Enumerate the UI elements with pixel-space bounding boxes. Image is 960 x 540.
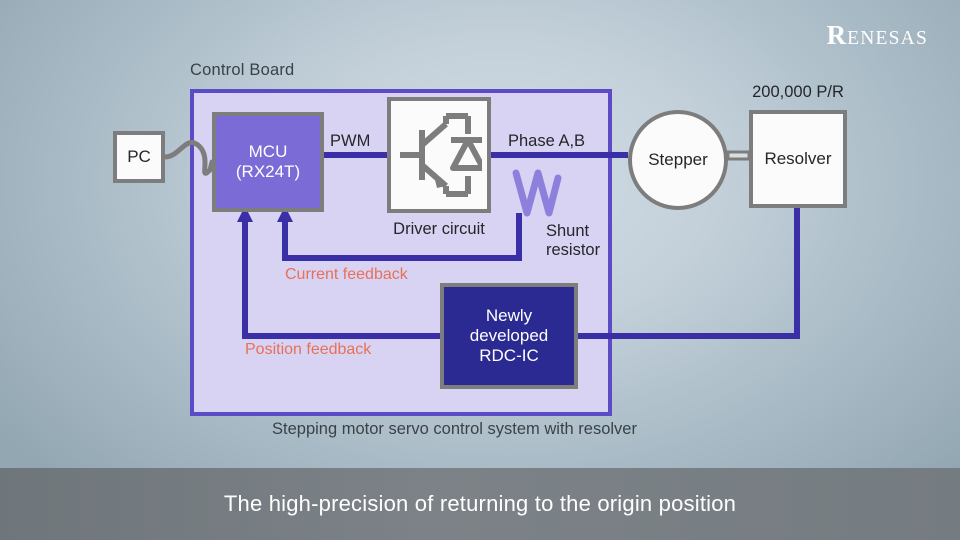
resolver-label: Resolver: [764, 148, 832, 168]
shunt-label-line1: Shunt: [546, 222, 590, 240]
pc-label: PC: [127, 146, 151, 166]
phase-label: Phase A,B: [508, 132, 586, 150]
pwm-label: PWM: [330, 132, 371, 150]
resolver-block: Resolver: [749, 110, 847, 208]
mcu-label-name: MCU: [248, 141, 288, 161]
shunt-label-line2: resistor: [546, 240, 601, 259]
control-board-label: Control Board: [190, 61, 295, 79]
pc-block: PC: [113, 131, 165, 183]
resolver-resolution-label: 200,000 P/R: [752, 83, 844, 101]
current-feedback-label: Current feedback: [285, 266, 408, 283]
footer-caption: The high-precision of returning to the o…: [223, 491, 737, 516]
driver-circuit-caption: Driver circuit: [393, 220, 485, 238]
transistor-diode-icon: [400, 113, 482, 197]
stepper-motor-block: Stepper: [628, 110, 728, 210]
rdc-label-line2: developed: [469, 325, 549, 345]
logo-wordmark: ENESAS: [847, 28, 928, 49]
mcu-block: MCU (RX24T): [212, 112, 324, 212]
mcu-label-part: (RX24T): [235, 162, 301, 181]
footer-bar: The high-precision of returning to the o…: [0, 468, 960, 540]
shunt-resistor-label: Shunt resistor: [546, 222, 616, 260]
position-feedback-label: Position feedback: [245, 341, 372, 358]
rdc-label-line3: RDC-IC: [479, 346, 539, 366]
control-board-caption: Stepping motor servo control system with…: [272, 420, 637, 438]
logo-initial: R: [826, 20, 848, 50]
rdc-ic-block: Newly developed RDC-IC: [440, 283, 578, 389]
stepper-label: Stepper: [648, 150, 708, 169]
driver-circuit-block: [387, 97, 491, 213]
rdc-label-line1: Newly: [485, 305, 533, 325]
